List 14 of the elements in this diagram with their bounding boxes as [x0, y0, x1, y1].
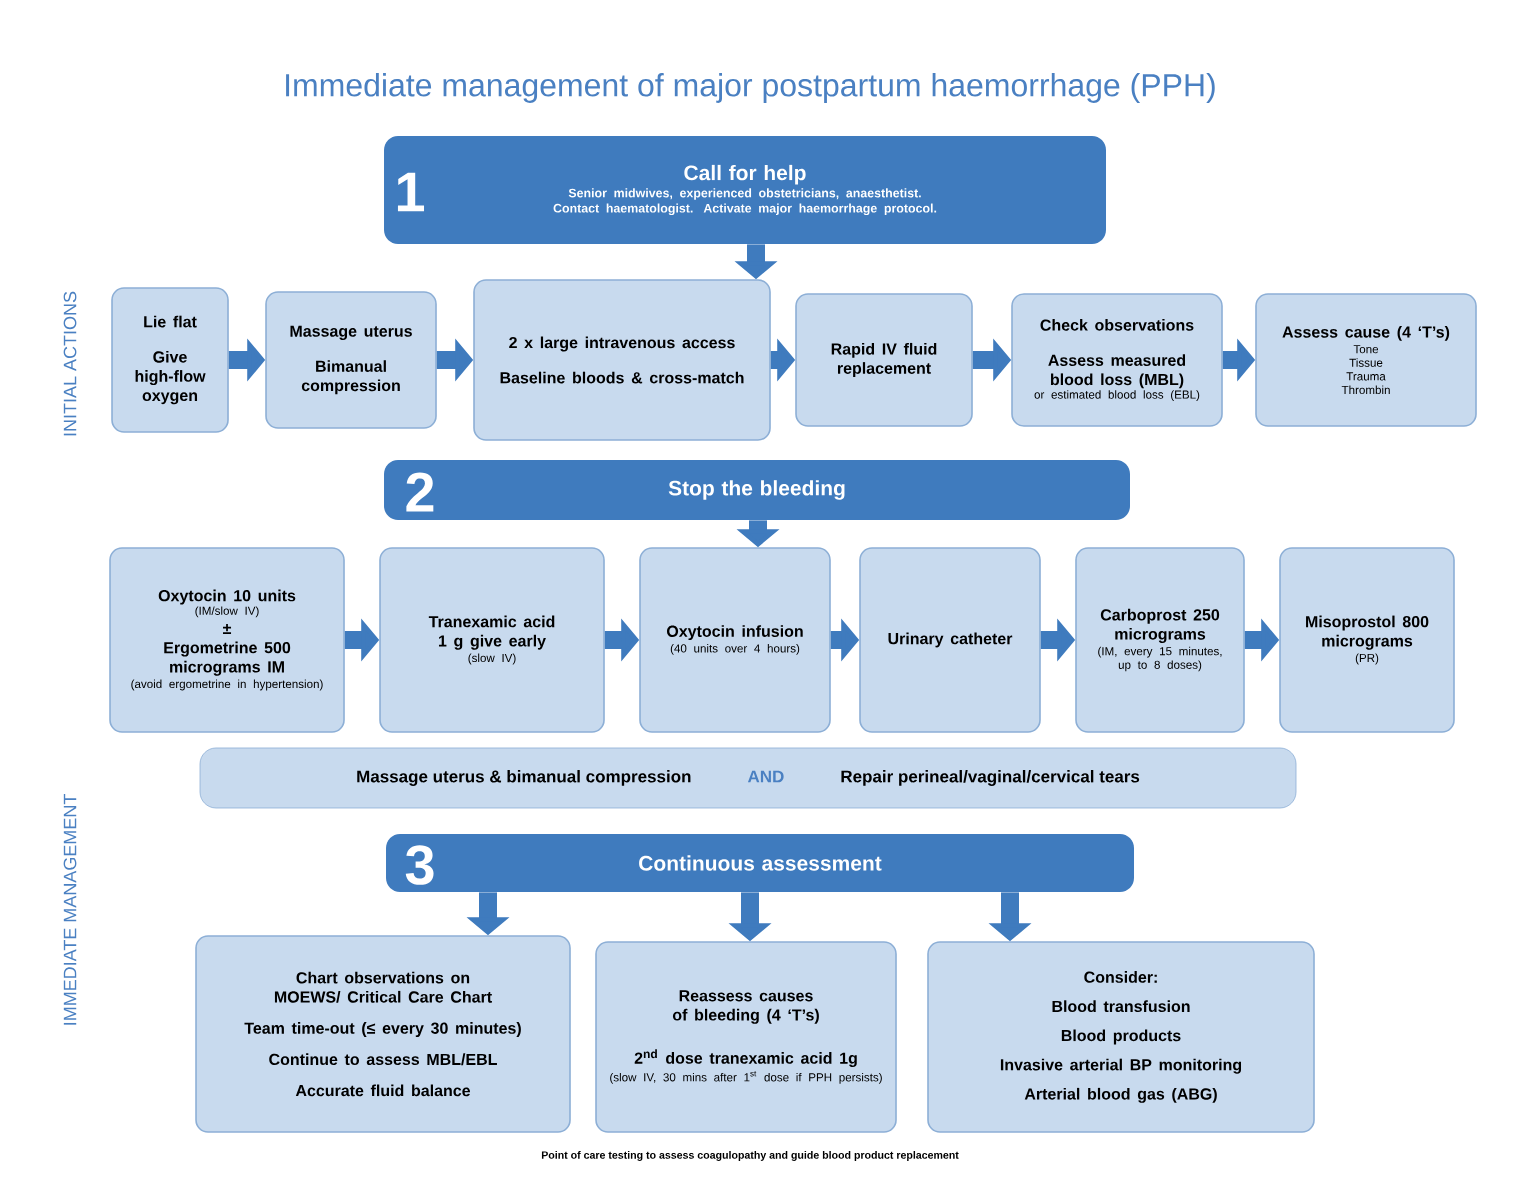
side-heading: IMMEDIATE MANAGEMENT: [63, 794, 77, 1025]
process-box: Rapid IV fluid replacement: [795, 293, 973, 427]
process-box: Massage uterus Bimanual compression: [265, 291, 437, 429]
process-box: Chart observations on MOEWS/ Critical Care Chart Team time-out (≤ every 30 minutes) Continue to assess MBL/EBL Accurate fluid balance: [195, 935, 571, 1133]
action-bar: Massage uterus & bimanual compression AND Repair perineal/vaginal/cervical tears: [199, 747, 1297, 809]
process-box: Urinary catheter: [859, 547, 1041, 733]
process-box: Consider: Blood transfusion Blood products Invasive arterial BP monitoring Arterial blood gas (ABG): [927, 941, 1315, 1133]
step-number: 2: [406, 472, 434, 512]
side-heading: INITIAL ACTIONS: [63, 291, 77, 436]
process-box: 2 x large intravenous access Baseline bloods & cross-match: [473, 279, 771, 441]
title: Immediate management of major postpartum haemorrhage (PPH): [286, 73, 1215, 103]
step-number: 1: [397, 172, 424, 212]
process-box: Lie flat Give high-flow oxygen: [111, 287, 229, 433]
step-number: 3: [405, 845, 434, 885]
